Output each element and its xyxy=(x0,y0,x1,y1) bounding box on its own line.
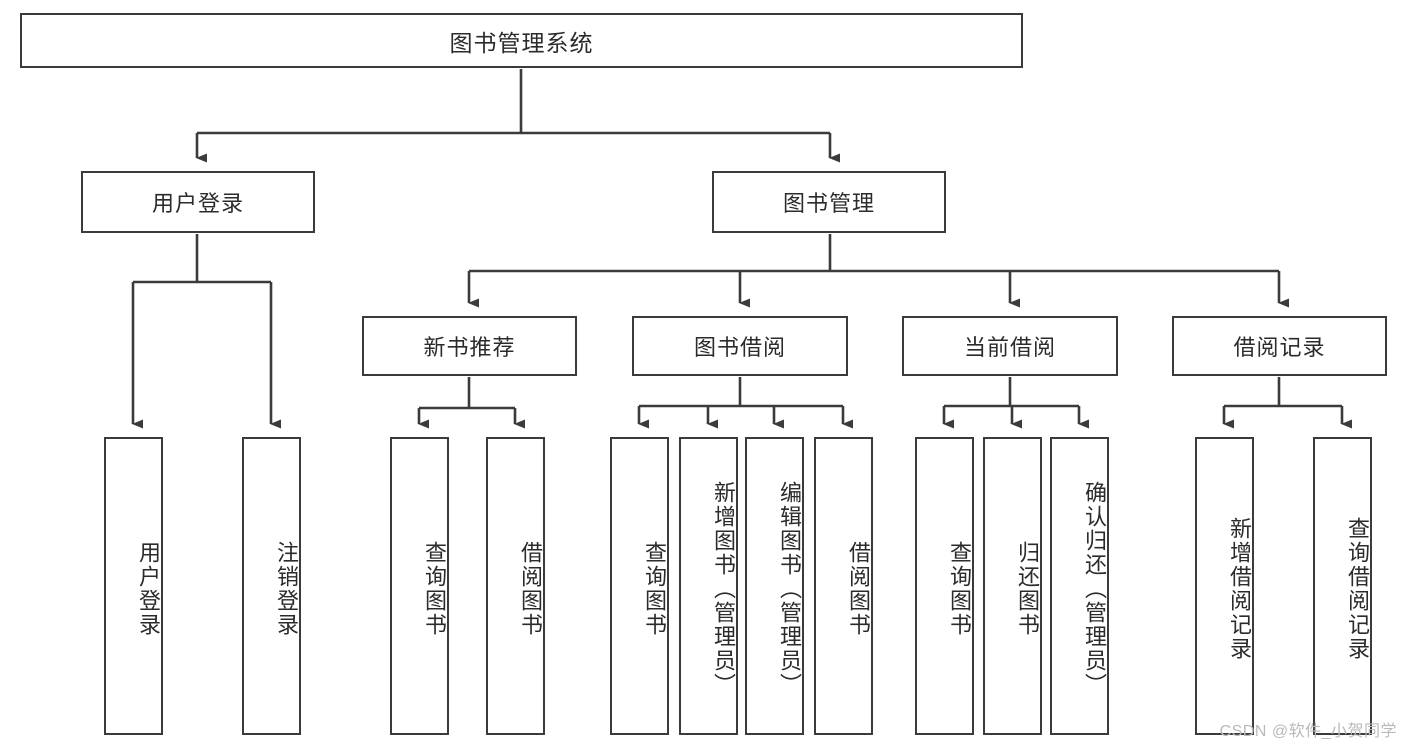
node-new-book-recommend[interactable]: 新书推荐 xyxy=(362,316,577,376)
leaf-query-book-2[interactable]: 查询图书 xyxy=(610,437,669,735)
leaf-user-login[interactable]: 用户登录 xyxy=(104,437,163,735)
leaf-return-book[interactable]: 归还图书 xyxy=(983,437,1042,735)
node-user-login[interactable]: 用户登录 xyxy=(81,171,315,233)
leaf-query-record[interactable]: 查询借阅记录 xyxy=(1313,437,1372,735)
node-current-borrow[interactable]: 当前借阅 xyxy=(902,316,1118,376)
leaf-confirm-return[interactable]: 确认归还（管理员） xyxy=(1050,437,1109,735)
node-borrow-record[interactable]: 借阅记录 xyxy=(1172,316,1387,376)
leaf-borrow-book-1[interactable]: 借阅图书 xyxy=(486,437,545,735)
node-book-borrow[interactable]: 图书借阅 xyxy=(632,316,848,376)
leaf-edit-book[interactable]: 编辑图书（管理员） xyxy=(745,437,804,735)
leaf-query-book-3[interactable]: 查询图书 xyxy=(915,437,974,735)
leaf-borrow-book-2[interactable]: 借阅图书 xyxy=(814,437,873,735)
leaf-query-book-1[interactable]: 查询图书 xyxy=(390,437,449,735)
node-book-manage[interactable]: 图书管理 xyxy=(712,171,946,233)
leaf-user-logout[interactable]: 注销登录 xyxy=(242,437,301,735)
leaf-add-book[interactable]: 新增图书（管理员） xyxy=(679,437,738,735)
node-root[interactable]: 图书管理系统 xyxy=(20,13,1023,68)
leaf-add-record[interactable]: 新增借阅记录 xyxy=(1195,437,1254,735)
